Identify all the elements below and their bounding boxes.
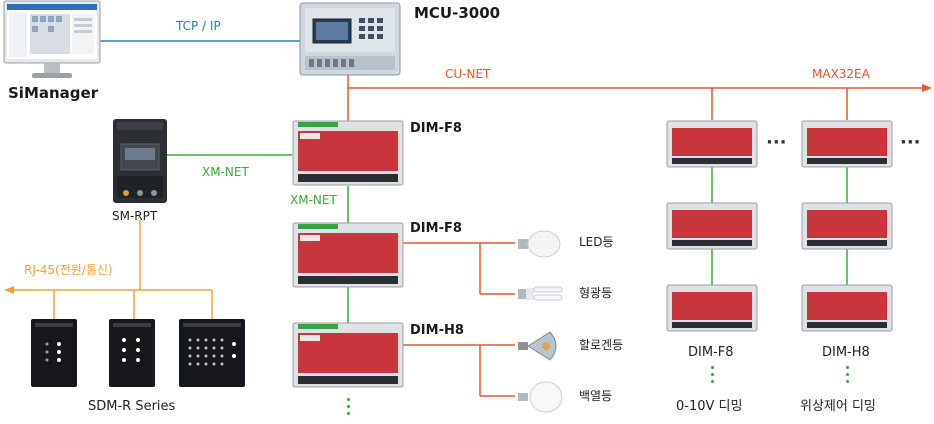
right-col2-dots — [846, 366, 850, 387]
dim-f8-label-2: DIM-F8 — [410, 221, 462, 236]
dim-f8-label-1: DIM-F8 — [410, 121, 462, 136]
right-col1-module-2 — [666, 202, 758, 250]
led-lamp-label: LED등 — [579, 235, 614, 249]
mcu-3000-label: MCU-3000 — [414, 4, 501, 22]
xm-net-label-horizontal: XM-NET — [202, 165, 249, 179]
dim-f8-module-2 — [292, 222, 404, 288]
halogen-lamp-label: 할로겐등 — [579, 338, 624, 352]
ellipsis-between-columns: ··· — [766, 132, 787, 153]
sdm-r-series-label: SDM-R Series — [88, 399, 176, 414]
sm-rpt-device-icon — [113, 119, 167, 203]
main-column-continuation-dots — [347, 398, 351, 419]
rj45-arrow — [4, 286, 14, 294]
right-col2-title: DIM-H8 — [822, 345, 870, 360]
fluorescent-lamp-label: 형광등 — [579, 286, 613, 300]
right-col1-module-3 — [666, 284, 758, 332]
rj45-label: RJ-45(전원/통신) — [24, 263, 113, 277]
fluorescent-bulb-icon — [518, 286, 563, 301]
halogen-bulb-icon — [518, 331, 557, 361]
simanager-label: SiManager — [8, 84, 99, 102]
sdm-r-panel-2-icon — [109, 319, 155, 387]
right-col2-subtitle: 위상제어 디밍 — [800, 399, 876, 414]
xm-net-label-vertical: XM-NET — [290, 193, 337, 207]
sdm-r-panel-3-icon — [179, 319, 245, 387]
ellipsis-after-columns: ··· — [900, 132, 921, 153]
incandescent-lamp-label: 백열등 — [579, 389, 613, 403]
mcu-3000-device-icon — [299, 2, 401, 76]
led-bulb-icon — [518, 230, 561, 258]
max32ea-label: MAX32EA — [812, 67, 870, 81]
dim-f8-module-1 — [292, 120, 404, 186]
simanager-monitor-icon — [3, 0, 101, 78]
dim-h8-label: DIM-H8 — [410, 323, 464, 338]
cu-net-label: CU-NET — [445, 67, 491, 81]
right-col1-dots — [711, 366, 715, 387]
tcp-ip-label: TCP / IP — [176, 19, 221, 33]
right-col2-module-2 — [801, 202, 893, 250]
right-col1-subtitle: 0-10V 디밍 — [676, 399, 743, 414]
cu-net-arrow — [922, 84, 932, 92]
right-col1-module-1 — [666, 120, 758, 168]
incandescent-bulb-icon — [518, 381, 563, 413]
right-col1-title: DIM-F8 — [688, 345, 734, 360]
dim-h8-module — [292, 322, 404, 388]
sm-rpt-label: SM-RPT — [112, 209, 158, 223]
right-col2-module-3 — [801, 284, 893, 332]
right-col2-module-1 — [801, 120, 893, 168]
sdm-r-panel-1-icon — [31, 319, 77, 387]
